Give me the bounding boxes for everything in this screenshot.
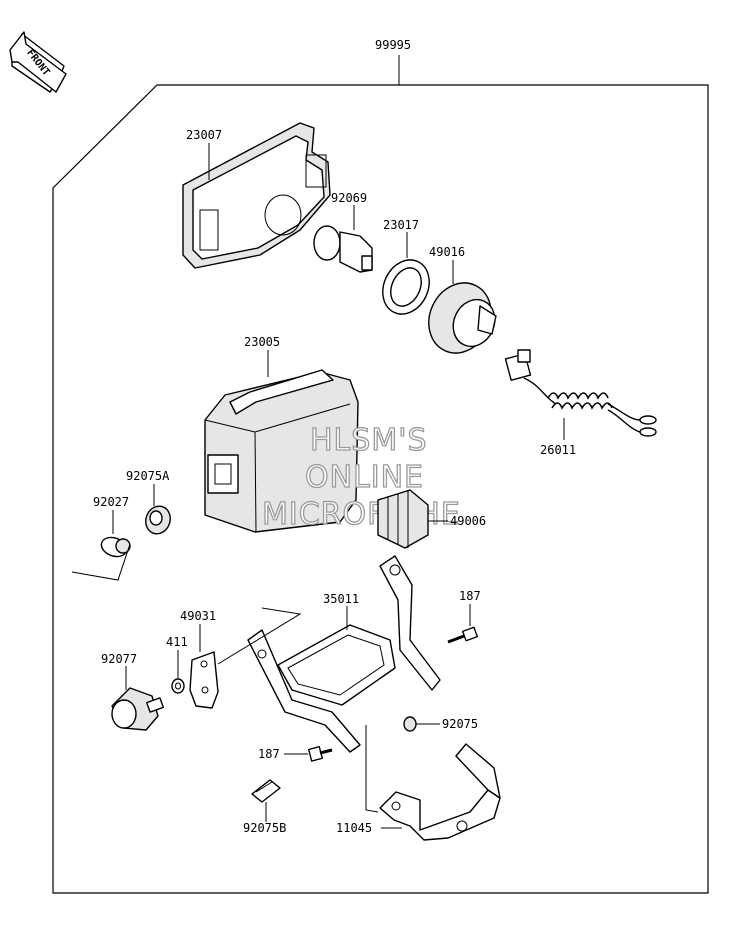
label-49006: 49006 — [450, 514, 486, 528]
label-92075B: 92075B — [243, 821, 286, 835]
lower-bracket-part — [365, 725, 501, 841]
assembly-frame — [52, 55, 709, 894]
bulb-ring-part — [382, 259, 430, 315]
label-187-bottom: 187 — [258, 747, 280, 761]
label-49031: 49031 — [180, 609, 216, 623]
washer-part — [171, 678, 185, 694]
knob-part — [111, 687, 164, 731]
label-92075A: 92075A — [126, 469, 170, 483]
label-26011: 26011 — [540, 443, 576, 457]
front-arrow-icon: FRONT — [9, 31, 67, 93]
clip-part — [251, 779, 281, 803]
label-35011: 35011 — [323, 592, 359, 606]
label-11045: 11045 — [336, 821, 372, 835]
label-92075: 92075 — [442, 717, 478, 731]
svg-text:MICROFICHE: MICROFICHE — [262, 497, 461, 532]
label-23007: 23007 — [186, 128, 222, 142]
label-23017: 23017 — [383, 218, 419, 232]
socket-cover-part — [428, 282, 497, 354]
bolt-bottom-part — [307, 745, 333, 762]
label-92069: 92069 — [331, 191, 367, 205]
spacer-part — [403, 716, 417, 732]
wire-harness-part — [504, 349, 657, 437]
label-23005: 23005 — [244, 335, 280, 349]
plate-part — [189, 607, 302, 709]
headlight-housing — [204, 369, 359, 533]
svg-text:HLSM'S: HLSM'S — [310, 423, 428, 458]
svg-text:ONLINE: ONLINE — [305, 460, 424, 495]
washer-nut-part — [71, 536, 131, 581]
headlight-lens-unit — [182, 122, 331, 269]
label-187-top: 187 — [459, 589, 481, 603]
boot-part — [377, 489, 429, 549]
label-49016: 49016 — [429, 245, 465, 259]
stay-bracket-part — [247, 555, 441, 753]
label-411: 411 — [166, 635, 188, 649]
bulb-part — [313, 225, 373, 273]
bolt-top-part — [447, 626, 479, 644]
label-99995: 99995 — [375, 38, 411, 52]
grommet-a-part — [145, 505, 171, 535]
label-92027: 92027 — [93, 495, 129, 509]
label-92077: 92077 — [101, 652, 137, 666]
